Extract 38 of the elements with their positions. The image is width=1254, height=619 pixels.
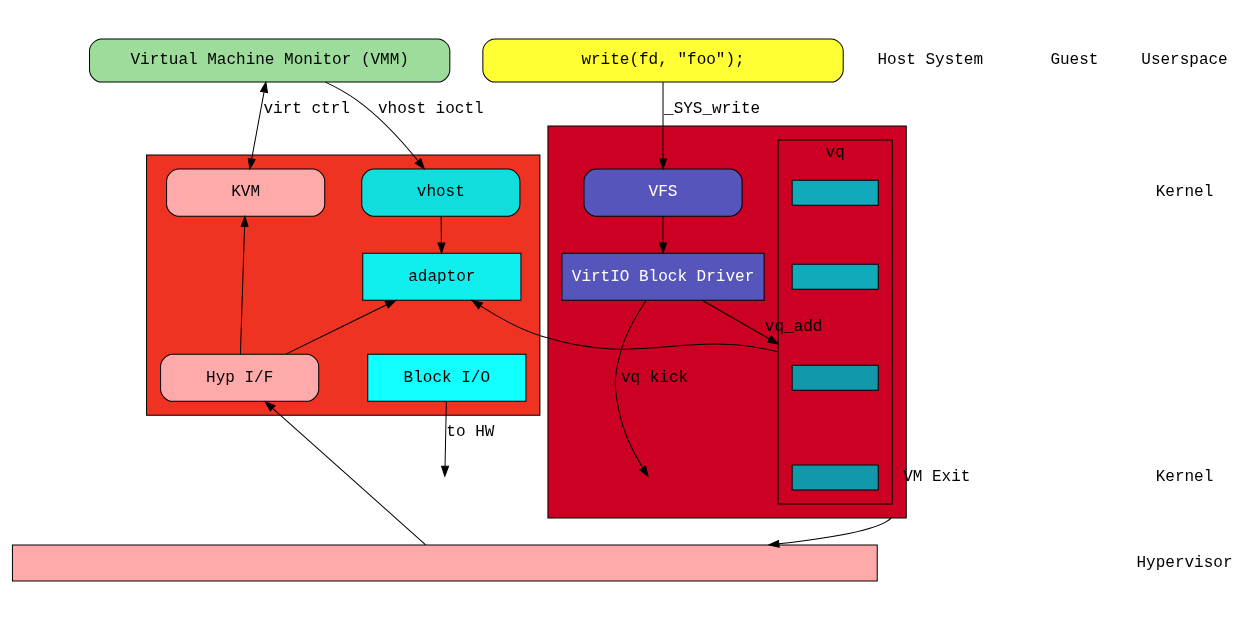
node-box: Virtual Machine Monitor (VMM) bbox=[89, 38, 451, 83]
edge-label: _SYS_write bbox=[664, 99, 761, 118]
arrow bbox=[247, 81, 268, 169]
node-box: Block I/O bbox=[367, 353, 527, 402]
node-box bbox=[791, 364, 879, 391]
label: Guest bbox=[1050, 50, 1099, 69]
node-box: adaptor bbox=[362, 252, 522, 301]
arrow bbox=[471, 299, 779, 352]
node-box: VFS bbox=[583, 168, 743, 217]
edge-label: to HW bbox=[446, 422, 495, 441]
edge-label: vhost ioctl bbox=[378, 99, 484, 118]
node-box: write(fd, "foo"); bbox=[482, 38, 844, 83]
node-box bbox=[791, 263, 879, 290]
node-box: VirtIO Block Driver bbox=[561, 252, 765, 301]
arrow bbox=[702, 299, 779, 344]
arrow bbox=[659, 215, 668, 253]
node-box: KVM bbox=[166, 168, 326, 217]
node-box bbox=[791, 463, 879, 490]
label: Host System bbox=[877, 50, 984, 69]
node-box: Hyp I/F bbox=[160, 353, 320, 402]
arrow bbox=[239, 215, 249, 355]
arrow bbox=[768, 516, 892, 548]
arrow bbox=[614, 299, 649, 477]
label: Userspace bbox=[1141, 50, 1228, 69]
arrow bbox=[437, 215, 446, 253]
label: Kernel bbox=[1155, 467, 1214, 486]
arrow bbox=[324, 81, 425, 169]
node-box: vhost bbox=[361, 168, 521, 217]
edge-label: virt ctrl bbox=[263, 99, 350, 118]
edge-label: vq kick bbox=[620, 368, 689, 387]
label: Kernel bbox=[1155, 182, 1214, 201]
arrow bbox=[441, 400, 450, 477]
node-box bbox=[11, 543, 878, 581]
node-box bbox=[791, 179, 879, 206]
arrow bbox=[285, 299, 397, 355]
arrow bbox=[659, 81, 668, 169]
arrow bbox=[264, 400, 427, 545]
label: Hypervisor bbox=[1136, 553, 1233, 572]
